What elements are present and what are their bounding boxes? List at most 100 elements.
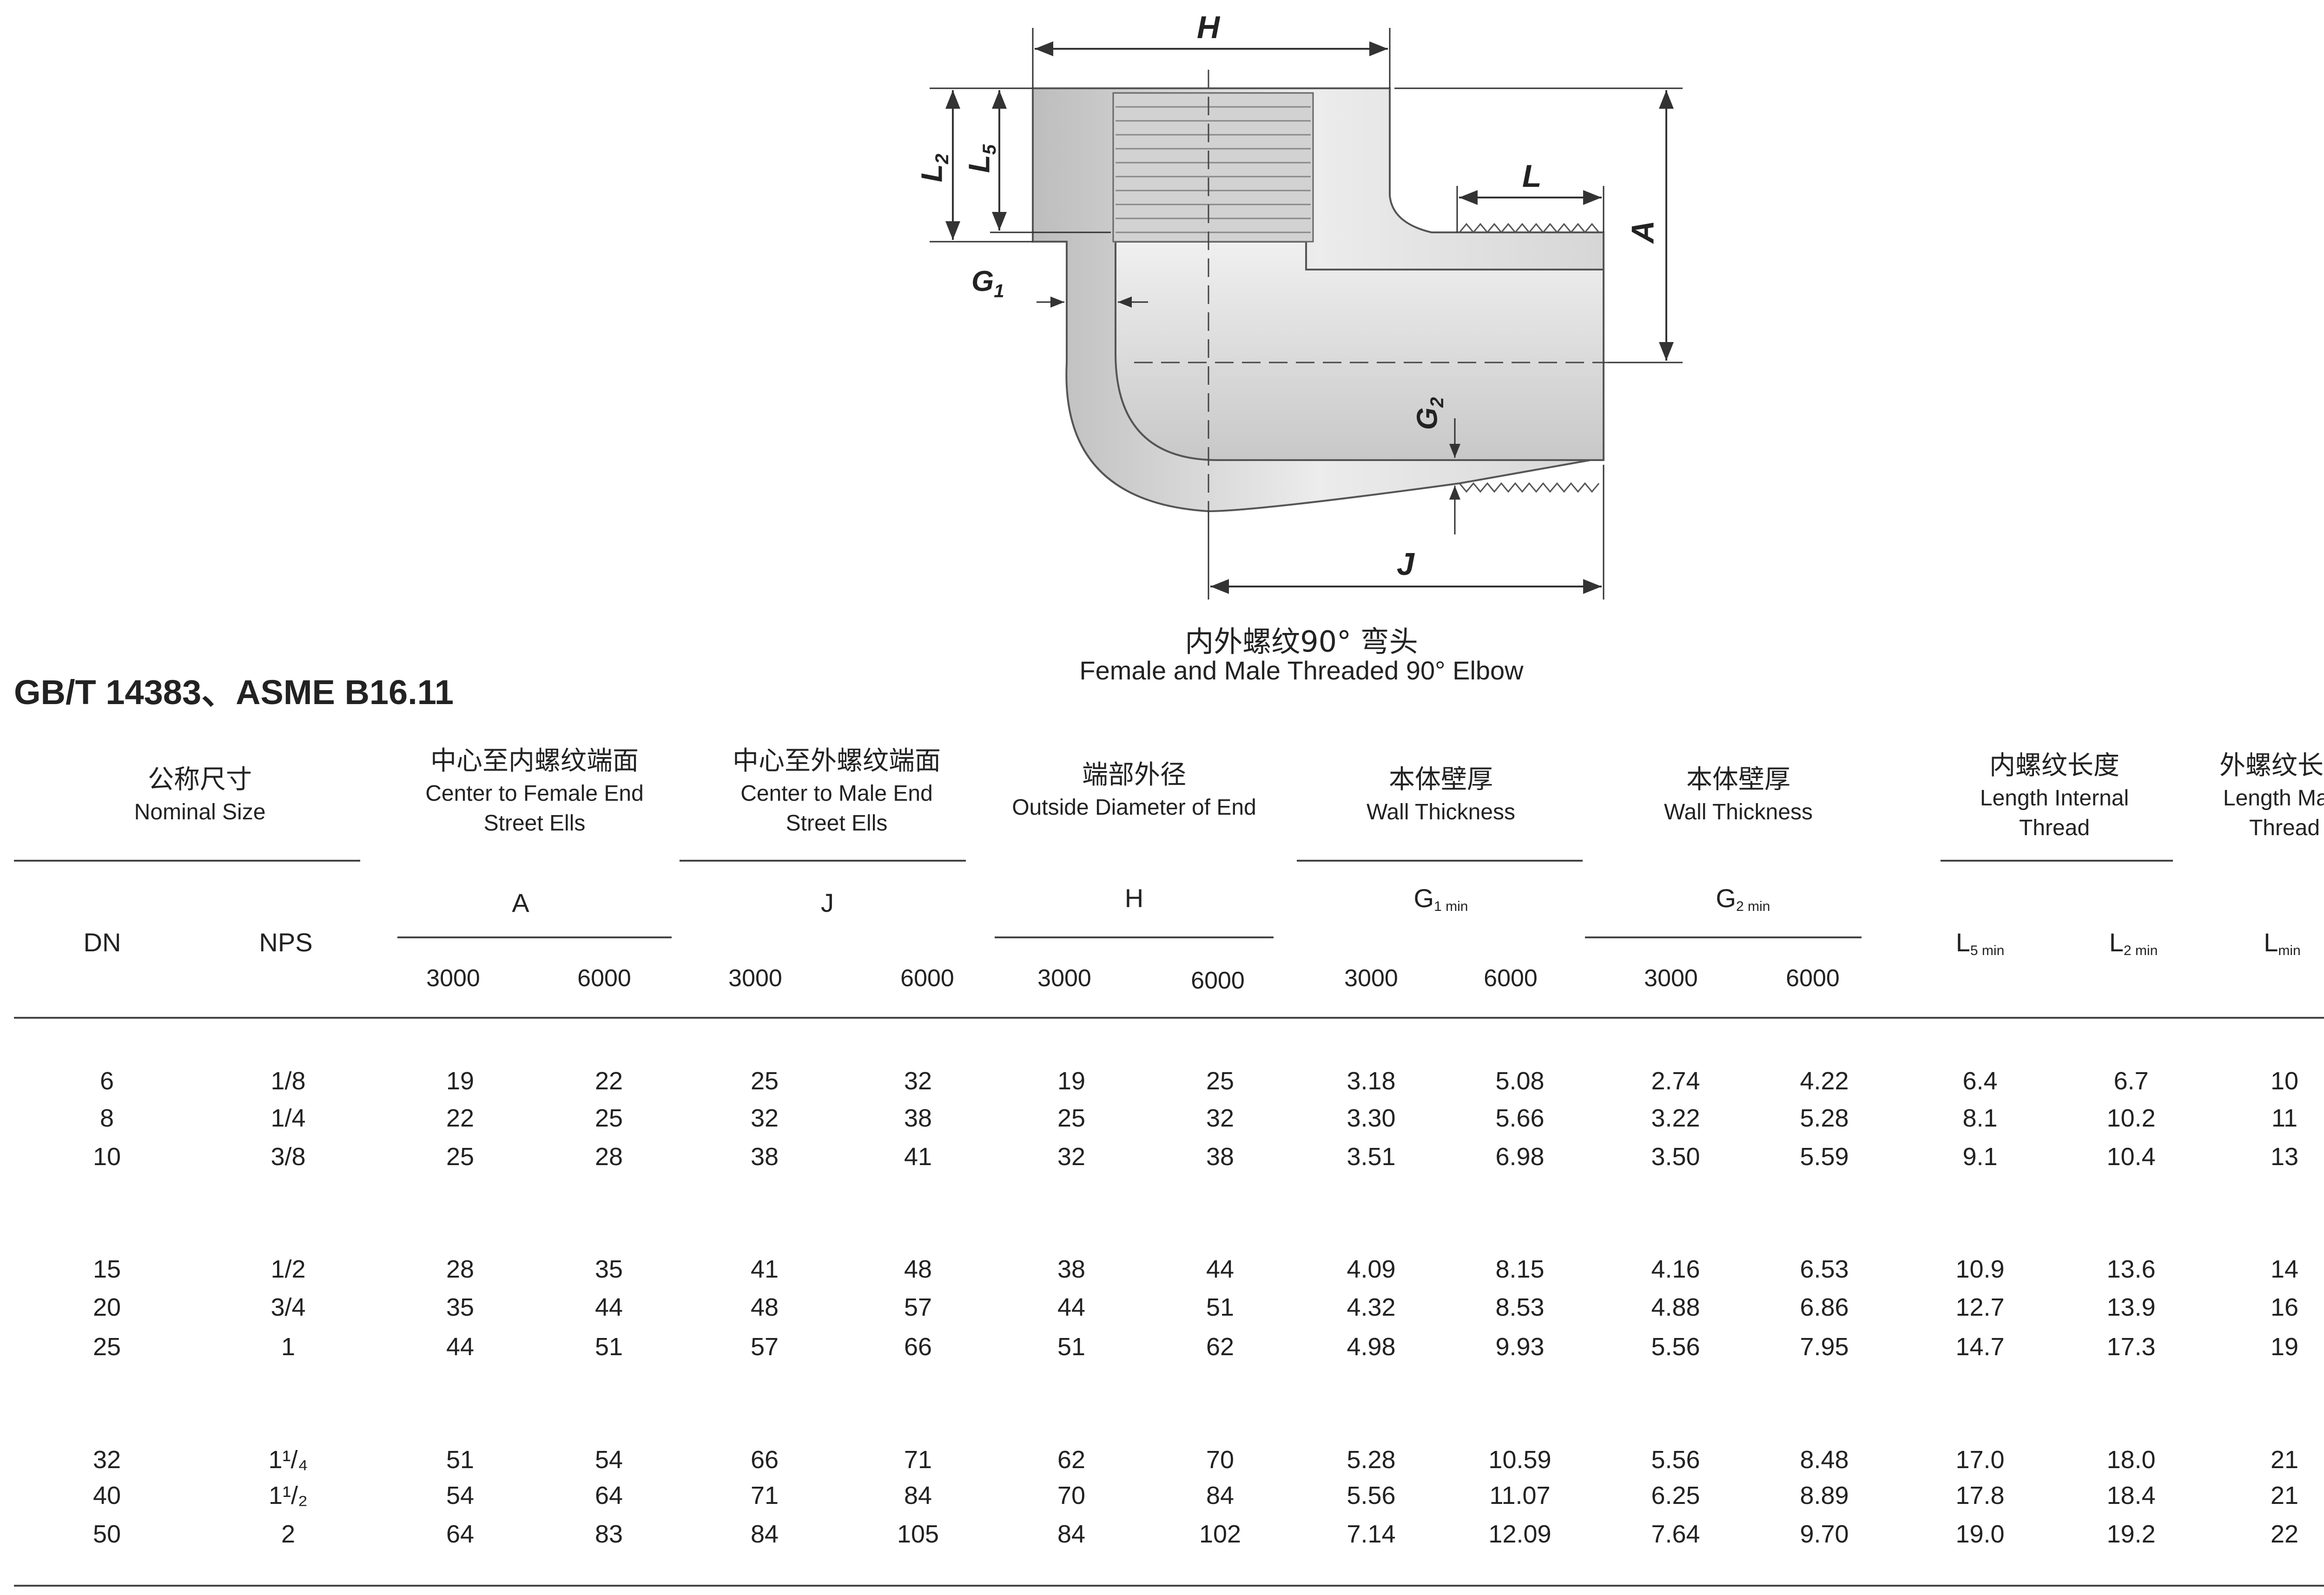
class-g2-6000: 6000 bbox=[1786, 965, 1840, 992]
table-cell: 48 bbox=[750, 1293, 779, 1321]
table-cell: 57 bbox=[750, 1333, 779, 1361]
table-cell: 13.9 bbox=[2106, 1293, 2156, 1321]
table-cell: 44 bbox=[1206, 1255, 1235, 1283]
table-cell: 71 bbox=[904, 1446, 932, 1474]
table-cell: 62 bbox=[1057, 1446, 1086, 1474]
socket-thread bbox=[1112, 92, 1314, 243]
table-cell: 11 bbox=[2271, 1104, 2298, 1132]
table-cell: 6.25 bbox=[1651, 1482, 1700, 1509]
table-cell: 22 bbox=[446, 1104, 475, 1132]
class-g2-3000: 3000 bbox=[1644, 965, 1698, 992]
table-cell: 25 bbox=[1206, 1067, 1235, 1095]
rule-header-bottom bbox=[14, 1017, 2324, 1019]
symbol-h: H bbox=[1124, 883, 1144, 913]
table-cell: 2 bbox=[281, 1520, 296, 1548]
table-cell: 15 bbox=[92, 1255, 121, 1283]
table-cell: 6.4 bbox=[1962, 1067, 1998, 1095]
table-cell: 19 bbox=[1057, 1067, 1086, 1095]
rule-g2 bbox=[1585, 936, 1862, 938]
table-cell: 19 bbox=[446, 1067, 475, 1095]
table-cell: 6.98 bbox=[1495, 1143, 1545, 1171]
table-cell: 84 bbox=[1057, 1520, 1086, 1548]
table-cell: 64 bbox=[446, 1520, 475, 1548]
dim-label-h: H bbox=[1197, 10, 1220, 45]
class-h-3000: 3000 bbox=[1037, 965, 1091, 992]
table-cell: 19.0 bbox=[1955, 1520, 2005, 1548]
table-cell: 4.88 bbox=[1651, 1293, 1700, 1321]
table-cell: 13.6 bbox=[2106, 1255, 2156, 1283]
table-cell: 9.1 bbox=[1962, 1143, 1998, 1171]
table-cell: 25 bbox=[594, 1104, 623, 1132]
table-cell: 10.9 bbox=[1955, 1255, 2005, 1283]
table-cell: 66 bbox=[750, 1446, 779, 1474]
table-cell: 17.3 bbox=[2106, 1333, 2156, 1361]
dim-label-j: J bbox=[1397, 547, 1414, 582]
table-cell: 105 bbox=[897, 1520, 939, 1548]
drawing-caption-zh: 内外螺纹90° 弯头 bbox=[1185, 625, 1418, 659]
table-cell: 5.59 bbox=[1800, 1143, 1849, 1171]
table-cell: 5.28 bbox=[1800, 1104, 1849, 1132]
table-cell: 51 bbox=[1057, 1333, 1086, 1361]
table-cell: 5.66 bbox=[1495, 1104, 1545, 1132]
table-cell: 17.0 bbox=[1955, 1446, 2005, 1474]
male-thread-top bbox=[1459, 223, 1600, 234]
table-cell: 70 bbox=[1057, 1482, 1086, 1509]
table-cell: 5.28 bbox=[1347, 1446, 1396, 1474]
table-cell: 1/8 bbox=[271, 1067, 306, 1095]
dim-label-l: L bbox=[1522, 158, 1542, 194]
table-cell: 48 bbox=[904, 1255, 932, 1283]
rule-lint-top bbox=[1941, 860, 2173, 862]
table-cell: 38 bbox=[750, 1143, 779, 1171]
table-cell: 8.15 bbox=[1495, 1255, 1545, 1283]
symbol-l2: L2 min bbox=[2109, 928, 2158, 958]
table-cell: 32 bbox=[92, 1446, 121, 1474]
table-cell: 8.89 bbox=[1800, 1482, 1849, 1509]
table-cell: 5.56 bbox=[1651, 1333, 1700, 1361]
table-cell: 62 bbox=[1206, 1333, 1235, 1361]
table-cell: 3.51 bbox=[1347, 1143, 1396, 1171]
symbol-j: J bbox=[821, 888, 834, 917]
dim-label-l5: L5 bbox=[962, 144, 1000, 173]
rule-j-top bbox=[680, 860, 966, 862]
rule-a bbox=[397, 936, 672, 938]
table-cell: 22 bbox=[2270, 1520, 2299, 1548]
table-cell: 51 bbox=[594, 1333, 623, 1361]
table-cell: 7.95 bbox=[1800, 1333, 1849, 1361]
table-cell: 3.50 bbox=[1651, 1143, 1700, 1171]
table-cell: 20 bbox=[92, 1293, 121, 1321]
symbol-g2: G2 min bbox=[1716, 883, 1770, 914]
table-cell: 16 bbox=[2270, 1293, 2299, 1321]
table-cell: 17.8 bbox=[1955, 1482, 2005, 1509]
rule-nominal bbox=[14, 860, 360, 862]
table-cell: 35 bbox=[594, 1255, 623, 1283]
symbol-l: Lmin bbox=[2264, 928, 2301, 958]
table-cell: 10.59 bbox=[1488, 1446, 1552, 1474]
elbow-bore bbox=[1115, 241, 1604, 461]
table-cell: 35 bbox=[446, 1293, 475, 1321]
table-cell: 19 bbox=[2270, 1333, 2299, 1361]
table-cell: 25 bbox=[750, 1067, 779, 1095]
table-cell: 38 bbox=[1206, 1143, 1235, 1171]
table-cell: 8.53 bbox=[1495, 1293, 1545, 1321]
table-cell: 9.70 bbox=[1800, 1520, 1849, 1548]
rule-h bbox=[995, 936, 1274, 938]
dim-label-g2: G2 bbox=[1411, 397, 1447, 430]
symbol-a: A bbox=[512, 888, 529, 917]
table-cell: 44 bbox=[1057, 1293, 1086, 1321]
dim-label-g1: G1 bbox=[971, 265, 1004, 302]
class-a-3000: 3000 bbox=[426, 965, 480, 992]
table-cell: 83 bbox=[594, 1520, 623, 1548]
table-cell: 5.56 bbox=[1347, 1482, 1396, 1509]
table-cell: 10 bbox=[2270, 1067, 2299, 1095]
table-cell: 41 bbox=[904, 1143, 932, 1171]
table-cell: 32 bbox=[904, 1067, 932, 1095]
table-cell: 6.86 bbox=[1800, 1293, 1849, 1321]
table-cell: 1¹/₄ bbox=[268, 1446, 308, 1474]
class-j-6000: 6000 bbox=[900, 965, 954, 992]
table-cell: 1/2 bbox=[271, 1255, 306, 1283]
table-cell: 12.09 bbox=[1488, 1520, 1552, 1548]
table-cell: 7.14 bbox=[1347, 1520, 1396, 1548]
